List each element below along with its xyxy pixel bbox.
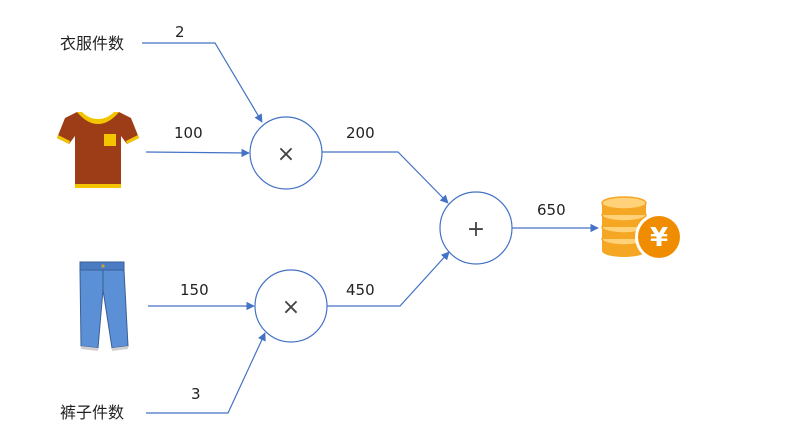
add-node: +: [439, 191, 513, 265]
pants-price-value: 150: [180, 281, 209, 299]
multiply-symbol: ×: [282, 295, 300, 320]
shirt-count-label: 衣服件数: [60, 34, 124, 53]
pants-count-value: 3: [191, 385, 201, 403]
multiply-node-pants: ×: [254, 269, 328, 343]
shirt-count-value: 2: [175, 23, 185, 41]
jeans-icon: [79, 261, 129, 351]
edge-shirt-price: [145, 148, 250, 158]
grand-total-value: 650: [537, 201, 566, 219]
edge-shirt-total: [322, 151, 449, 204]
add-symbol: +: [467, 217, 485, 242]
yen-coins-icon: ¥: [601, 196, 683, 261]
tshirt-icon: [57, 112, 139, 188]
yen-symbol: ¥: [650, 223, 668, 253]
edge-pants-count: [146, 332, 266, 414]
multiply-node-shirt: ×: [249, 116, 323, 190]
shirt-price-value: 100: [174, 124, 203, 142]
pants-count-label: 裤子件数: [60, 403, 124, 422]
edge-pants-total: [327, 251, 450, 307]
shirt-total-value: 200: [346, 124, 375, 142]
edge-shirt-count: [142, 42, 263, 123]
multiply-symbol: ×: [277, 142, 295, 167]
pants-total-value: 450: [346, 281, 375, 299]
